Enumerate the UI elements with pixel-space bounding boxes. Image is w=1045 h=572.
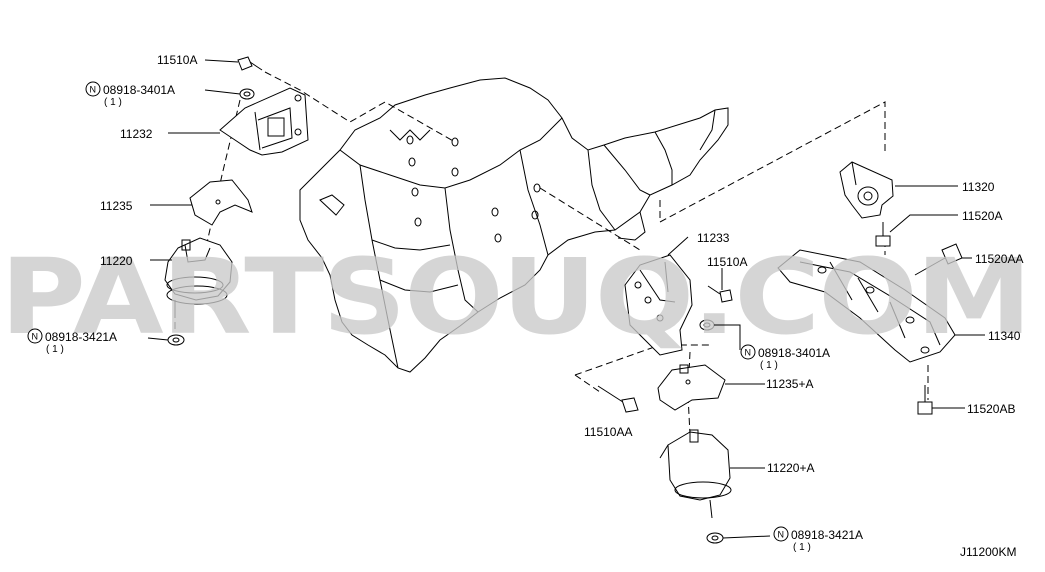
label-11320: 11320 <box>962 180 995 194</box>
bracket-11232 <box>219 87 309 156</box>
engine-assembly <box>299 77 729 373</box>
nut-symbol-mid: N <box>740 344 756 360</box>
label-11510A-top: 11510A <box>157 53 197 67</box>
insulator-11220A <box>659 429 732 519</box>
label-11235A: 11235+A <box>766 377 814 391</box>
qty-08918-3401A-mid: ( 1 ) <box>760 360 778 371</box>
qty-08918-3421A-bottom: ( 1 ) <box>793 542 811 553</box>
nut-08918-3421A-bottom <box>706 532 724 544</box>
bolt-11520AA <box>914 243 963 276</box>
heat-shield-11235A <box>657 364 726 411</box>
label-11340: 11340 <box>988 329 1021 343</box>
insulator-11220 <box>164 237 233 318</box>
svg-text:N: N <box>90 85 97 95</box>
label-08918-3401A-mid: 08918-3401A <box>758 346 830 360</box>
rear-insulator-11320 <box>839 161 894 219</box>
bracket-11233 <box>624 254 693 356</box>
bolt-11510A-top <box>237 56 263 71</box>
crossmember-11340 <box>777 249 956 363</box>
heat-shield-11235 <box>189 179 253 226</box>
bolt-11520A <box>875 222 891 247</box>
label-11220: 11220 <box>100 254 133 268</box>
label-08918-3421A-bottom: 08918-3421A <box>791 528 863 542</box>
diagram-code: J11200KM <box>960 545 1016 559</box>
qty-08918-3401A-top: ( 1 ) <box>104 97 122 108</box>
leader-lines <box>147 59 985 539</box>
nut-symbol-top: N <box>85 81 101 97</box>
watermark: PARTSOUQ.COM <box>0 236 1030 358</box>
nut-symbol-left: N <box>27 328 43 344</box>
label-11233: 11233 <box>697 231 730 245</box>
callouts: 11510A N 08918-3401A ( 1 ) 11232 11235 1… <box>27 53 1024 553</box>
label-11520AA: 11520AA <box>975 252 1024 266</box>
label-08918-3401A-top: 08918-3401A <box>103 83 175 97</box>
label-11520AB: 11520AB <box>967 402 1016 416</box>
label-08918-3421A-left: 08918-3421A <box>45 330 117 344</box>
svg-text:N: N <box>745 348 752 358</box>
svg-text:N: N <box>32 332 39 342</box>
label-11220A: 11220+A <box>767 461 815 475</box>
svg-text:N: N <box>778 530 785 540</box>
bolt-11510A-mid <box>707 285 733 303</box>
label-11510AA-bottom: 11510AA <box>584 425 633 439</box>
nut-08918-3421A-left <box>167 334 185 346</box>
qty-08918-3421A-left: ( 1 ) <box>46 344 64 355</box>
label-11232: 11232 <box>120 127 153 141</box>
nut-08918-3401A-top <box>239 88 255 100</box>
label-11520A: 11520A <box>962 209 1002 223</box>
bolt-11520AB <box>917 385 933 415</box>
bolt-11510AA <box>597 385 639 413</box>
label-11235: 11235 <box>100 199 133 213</box>
nut-symbol-bottom: N <box>773 526 789 542</box>
label-11510A-mid: 11510A <box>707 255 747 269</box>
